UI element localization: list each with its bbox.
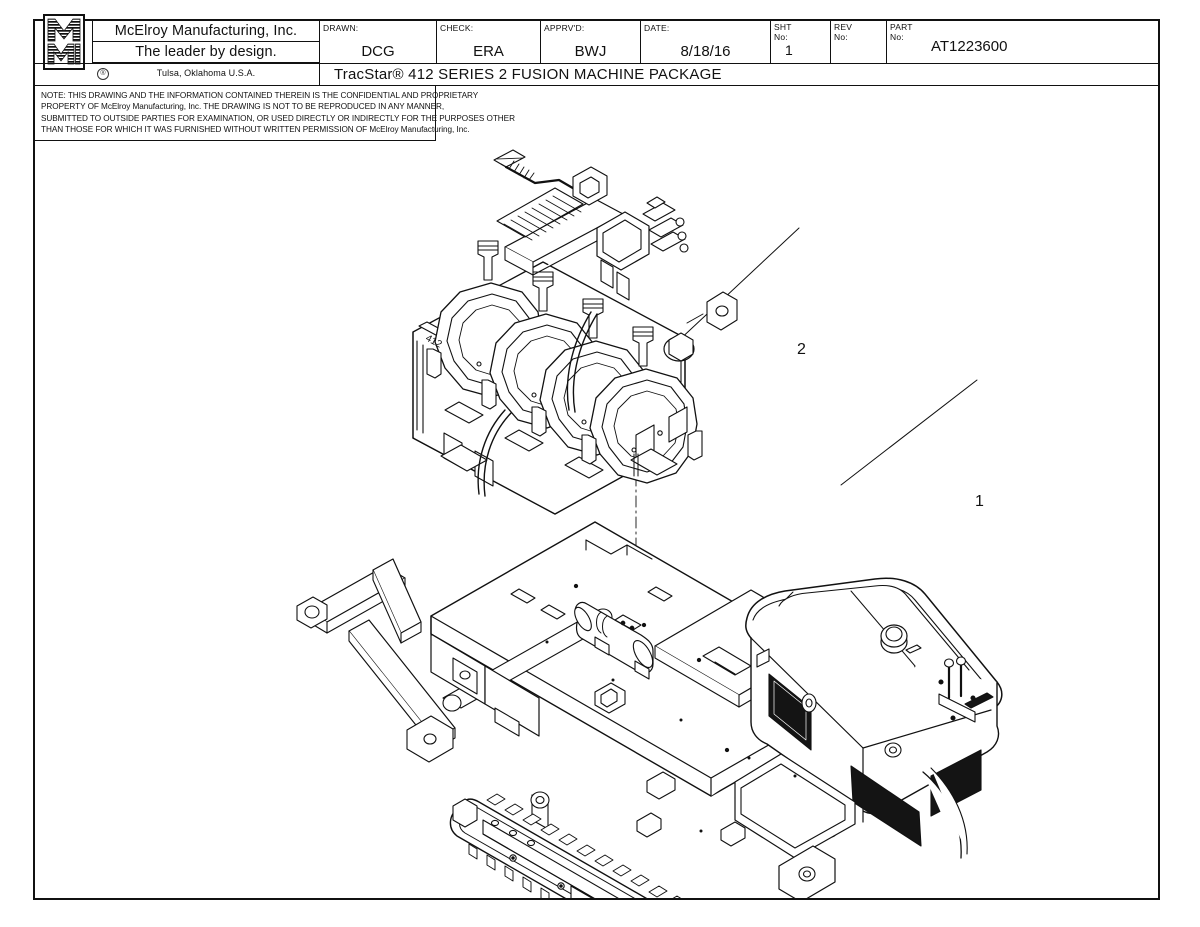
- facer-pivot-boss: [663, 332, 695, 362]
- company-location: Tulsa, Oklahoma U.S.A.: [156, 68, 256, 78]
- clamp-jaw-outer-front: [581, 326, 703, 484]
- registered-trademark-icon: ®: [97, 68, 109, 80]
- date-value: 8/18/16: [680, 43, 731, 60]
- company-location-row: ® Tulsa, Oklahoma U.S.A.: [93, 63, 319, 84]
- callout-leader-1: [840, 379, 978, 486]
- hydraulic-hoses: [477, 311, 598, 497]
- drawn-label: DRAWN:: [323, 23, 359, 33]
- drawing-canvas: 412: [35, 142, 1158, 898]
- field-date: DATE: 8/18/16: [641, 21, 771, 63]
- part-number-label: PART No:: [890, 22, 913, 42]
- revision-label-line1: REV: [834, 22, 853, 32]
- note-line-1: NOTE: THIS DRAWING AND THE INFORMATION C…: [41, 91, 479, 100]
- sheet-number-value: 1: [785, 42, 793, 58]
- drawing-sheet: McElroy Manufacturing, Inc. The leader b…: [33, 14, 1160, 900]
- drawing-description: TracStar® 412 SERIES 2 FUSION MACHINE PA…: [334, 65, 722, 83]
- field-drawn: DRAWN: DCG: [320, 21, 437, 63]
- field-revision-number: REV No:: [831, 21, 887, 63]
- logo-letter-mi-icon: [47, 43, 81, 67]
- approved-value: BWJ: [574, 43, 607, 60]
- field-sheet-number: SHT No: 1: [771, 21, 831, 63]
- field-approved: APPRV'D: BWJ: [541, 21, 641, 63]
- control-levers: [938, 656, 976, 723]
- deck-fasteners: [545, 640, 797, 833]
- drawn-value: DCG: [361, 43, 395, 60]
- check-label: CHECK:: [440, 23, 474, 33]
- mcelroy-logo: [35, 14, 93, 70]
- sheet-number-label-line2: No:: [774, 31, 788, 42]
- assembly-line-art: 412: [296, 149, 1003, 898]
- part-number-label-line2: No:: [890, 31, 904, 42]
- date-label: DATE:: [644, 23, 670, 33]
- note-line-2: PROPERTY OF McElroy Manufacturing, Inc. …: [41, 102, 445, 112]
- index-pin-group: [686, 291, 738, 331]
- description-left-spacer: [35, 63, 320, 85]
- logo-box: [42, 14, 85, 70]
- sheet-number-label: SHT No:: [774, 22, 792, 42]
- deck-mounted-cylinder: [574, 601, 654, 680]
- confidentiality-note: NOTE: THIS DRAWING AND THE INFORMATION C…: [35, 85, 515, 141]
- fuel-cap: [880, 624, 908, 654]
- engine-hood-enclosure: [734, 577, 1003, 898]
- part-number-label-line1: PART: [890, 22, 913, 32]
- title-block-row-top: McElroy Manufacturing, Inc. The leader b…: [35, 14, 1158, 80]
- field-check: CHECK: ERA: [437, 21, 541, 63]
- field-part-number: PART No: AT1223600: [887, 21, 1158, 63]
- operator-handle: [493, 149, 608, 206]
- fusion-machine-assembly: 412: [412, 149, 738, 515]
- callout-label-1: 1: [975, 493, 984, 510]
- title-block-divider: [35, 63, 1158, 64]
- approved-label: APPRV'D:: [544, 23, 585, 33]
- tracked-chassis-assembly: [296, 521, 1003, 898]
- callout-label-2: 2: [797, 341, 806, 358]
- hydraulic-manifold: [596, 196, 689, 301]
- callout-leader-2: [674, 227, 800, 345]
- company-name: McElroy Manufacturing, Inc.: [93, 21, 319, 42]
- description-underline: [35, 85, 1158, 86]
- revision-label: REV No:: [834, 22, 853, 42]
- title-block-row-description: TracStar® 412 SERIES 2 FUSION MACHINE PA…: [35, 63, 1158, 85]
- logo-letter-m-icon: [47, 18, 81, 42]
- company-tagline: The leader by design.: [93, 42, 319, 63]
- chassis-frame-rails: [430, 633, 540, 737]
- note-line-3: SUBMITTED TO OUTSIDE PARTIES FOR EXAMINA…: [41, 113, 515, 123]
- part-number-value: AT1223600: [931, 38, 1008, 55]
- company-identity: McElroy Manufacturing, Inc. The leader b…: [93, 21, 320, 80]
- note-line-4: THAN THOSE FOR WHICH IT WAS FURNISHED WI…: [41, 125, 470, 135]
- revision-label-line2: No:: [834, 31, 848, 42]
- sheet-number-label-line1: SHT: [774, 22, 792, 32]
- machine-mounting-feet: [440, 406, 688, 487]
- deck-brackets: [594, 682, 746, 847]
- track-undercarriage: [449, 793, 682, 898]
- title-block: McElroy Manufacturing, Inc. The leader b…: [35, 14, 1158, 86]
- hydraulic-spring-pack: [496, 187, 584, 241]
- check-value: ERA: [473, 43, 504, 60]
